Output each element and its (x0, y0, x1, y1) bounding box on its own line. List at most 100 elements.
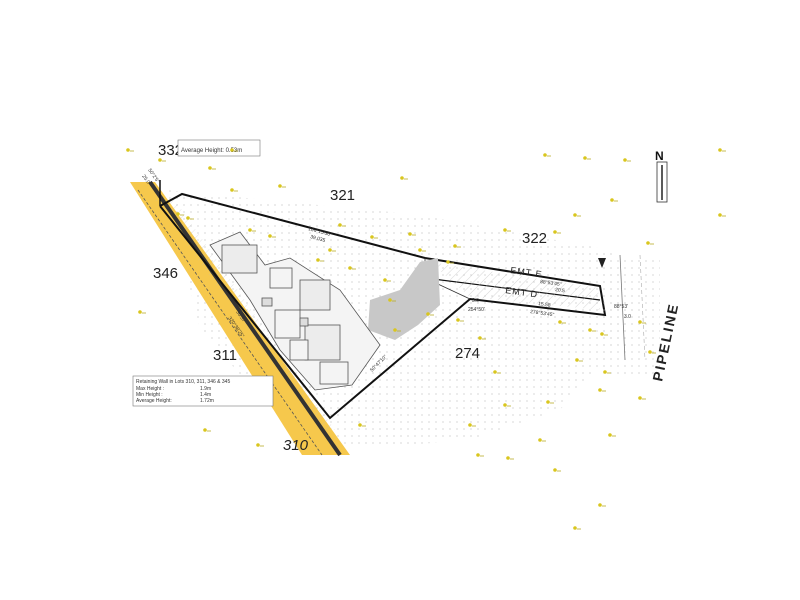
spot-level-dot (468, 423, 472, 427)
spot-level-dot (230, 188, 234, 192)
spot-level-dot (503, 228, 507, 232)
dim-lower-left-bearing: 254°50' (468, 307, 485, 313)
dim-emtd-bearing: 278°53'45" (530, 309, 555, 318)
spot-level-dot (256, 443, 260, 447)
lot-label-310: 310 (283, 437, 309, 454)
spot-level-dot (358, 423, 362, 427)
top-note-text: Average Height: 0.53m (181, 148, 242, 154)
spot-level-dot (598, 388, 602, 392)
house-footprint (209, 231, 381, 391)
dim-east-a: 88°53' (614, 304, 628, 310)
spot-level-dot (493, 370, 497, 374)
north-arrow: N (655, 149, 668, 203)
road-edge-2 (639, 254, 646, 361)
spot-level-dot (268, 234, 272, 238)
spot-level-dot (600, 332, 604, 336)
retaining-note-min-val: 1.4m (200, 392, 211, 398)
road-marker (598, 258, 606, 268)
spot-level-dot (583, 156, 587, 160)
spot-level-dot (638, 396, 642, 400)
lot-label-346: 346 (153, 265, 178, 282)
spot-level-dot (553, 468, 557, 472)
lot-label-321: 321 (330, 187, 355, 204)
spot-level-dot (623, 158, 627, 162)
spot-level-dot (718, 148, 722, 152)
dim-emte-length: 20.5 (555, 287, 566, 294)
spot-level-dot (608, 433, 612, 437)
easement-label-lower: EMT D (505, 285, 539, 299)
retaining-note-avg: Average Height: (136, 398, 172, 404)
lot-label-332: 332 (158, 142, 183, 159)
lot-label-322: 322 (522, 230, 547, 247)
spot-level-dot (553, 230, 557, 234)
spot-level-dot (718, 213, 722, 217)
spot-level-dot (610, 198, 614, 202)
spot-level-dot (230, 148, 234, 152)
spot-level-dot (588, 328, 592, 332)
lot-label-311: 311 (213, 347, 237, 364)
retaining-wall-note: Retaining Wall in Lots 310, 311, 346 & 3… (132, 375, 274, 407)
spot-level-dot (278, 184, 282, 188)
spot-level-dot (538, 438, 542, 442)
spot-level-dot (426, 312, 430, 316)
easement-label-upper: EMT E (510, 265, 543, 279)
road-edge (619, 254, 626, 361)
retaining-note-min: Min Height : (136, 392, 163, 398)
spot-level-dot (476, 453, 480, 457)
spot-level-dot (418, 248, 422, 252)
spot-level-dot (446, 260, 450, 264)
spot-level-dot (543, 153, 547, 157)
access-hatch (430, 262, 600, 310)
spot-level-dot (648, 350, 652, 354)
retaining-wall-line (148, 180, 342, 457)
spot-level-dot (646, 241, 650, 245)
spot-level-dot (575, 358, 579, 362)
spot-level-dot (138, 310, 142, 314)
north-label: N (655, 149, 664, 163)
spot-level-dot (208, 166, 212, 170)
retaining-wall-line-thin (137, 189, 323, 456)
spot-level-dot (393, 328, 397, 332)
spot-level-dot (408, 232, 412, 236)
spot-level-dot (546, 400, 550, 404)
dim-east-b: 3.0 (624, 314, 631, 320)
spot-level-dot (383, 278, 387, 282)
spot-level-dot (388, 298, 392, 302)
retaining-note-avg-val: 1.72m (200, 398, 214, 404)
spot-level-dot (598, 503, 602, 507)
spot-level-dot (456, 318, 460, 322)
dim-lower-left-length: 3.0 (472, 298, 479, 304)
spot-level-dot (558, 320, 562, 324)
spot-level-dot (158, 158, 162, 162)
top-height-note: Average Height: 0.53m (177, 139, 261, 157)
spot-level-dot (338, 223, 342, 227)
lot-label-274: 274 (455, 345, 480, 362)
spot-level-dot (348, 266, 352, 270)
dim-emte-bearing: 88°53'45" (540, 279, 562, 288)
spot-level-dot (126, 148, 130, 152)
retaining-note-max-val: 1.9m (200, 386, 211, 392)
spot-level-dot (176, 212, 180, 216)
dim-corner-b: 25.0 (140, 174, 151, 186)
spot-level-dot (638, 320, 642, 324)
spot-level-dot (328, 248, 332, 252)
spot-level-dot (370, 235, 374, 239)
spot-level-dot (203, 428, 207, 432)
spot-level-dot (186, 216, 190, 220)
retaining-note-title: Retaining Wall in Lots 310, 311, 346 & 3… (136, 379, 230, 385)
spot-level-dot (603, 370, 607, 374)
road-reserve (600, 255, 660, 375)
spot-level-dot (478, 336, 482, 340)
dim-emtd-length: 15.58 (538, 301, 551, 309)
retaining-note-max: Max Height : (136, 386, 164, 392)
spot-level-dot (506, 456, 510, 460)
spot-level-dot (453, 244, 457, 248)
spot-level-dot (573, 213, 577, 217)
shaded-area (368, 258, 440, 340)
spot-level-dot (503, 403, 507, 407)
spot-level-dot (248, 228, 252, 232)
spot-level-markers (126, 148, 726, 530)
dim-top-length: 39.035 (309, 234, 326, 244)
